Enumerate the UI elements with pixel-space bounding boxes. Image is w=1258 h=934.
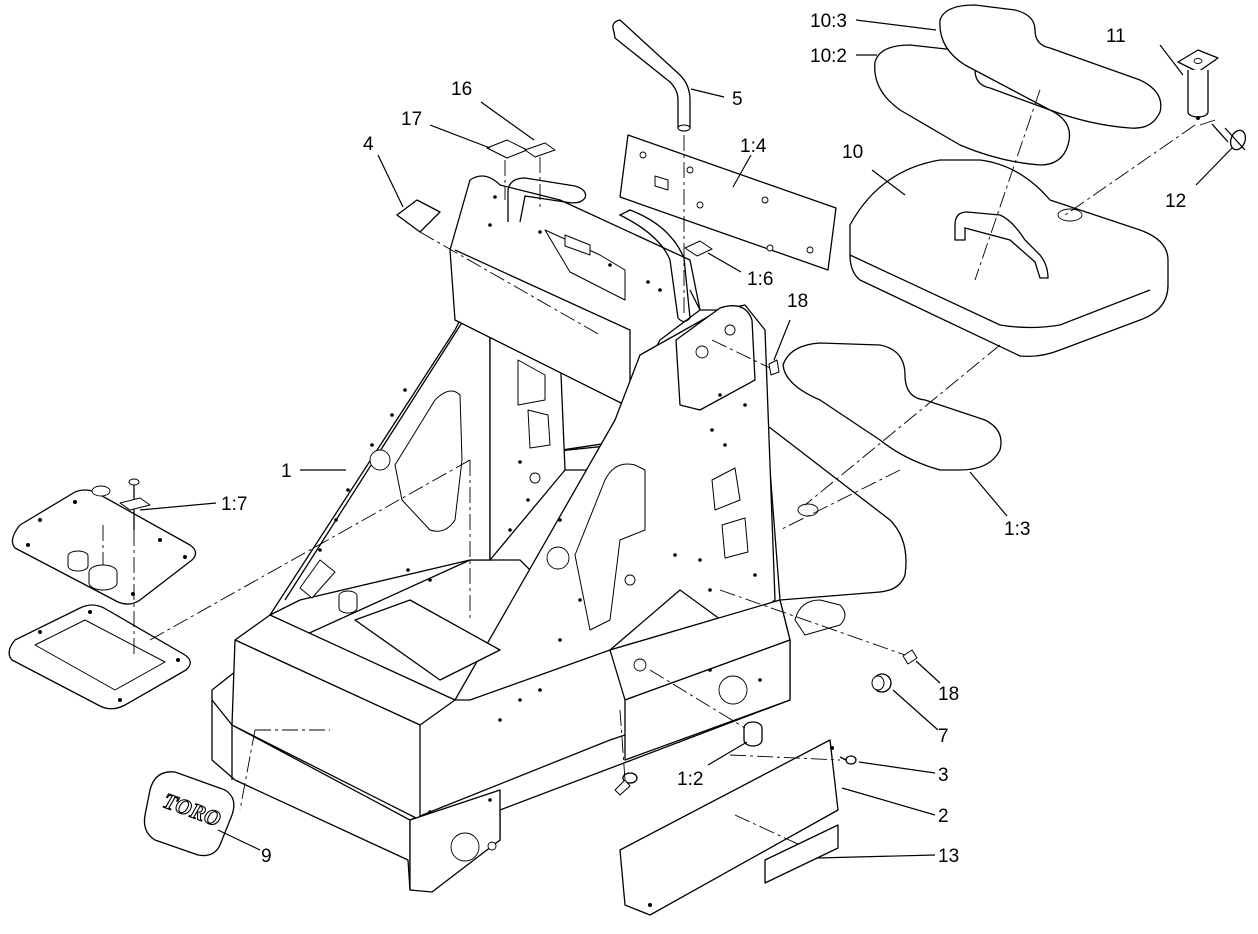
- callout-labels: 10:3 10:2 11 5 16 17 4 1:4 10 12 1:6 18 …: [221, 11, 1186, 867]
- callout-18-lower: 18: [938, 684, 959, 705]
- small-fitting: [614, 772, 638, 796]
- callout-17: 17: [401, 109, 422, 130]
- clip: [1211, 123, 1247, 151]
- callout-5: 5: [732, 89, 743, 110]
- seat-pan: [782, 342, 1002, 471]
- callout-10-3: 10:3: [810, 11, 847, 32]
- cover-plate: [11, 485, 197, 605]
- callout-16: 16: [451, 79, 472, 100]
- callout-1-4: 1:4: [740, 136, 767, 157]
- callout-11: 11: [1106, 26, 1126, 47]
- pad-upper: [768, 359, 780, 376]
- plug: [871, 673, 892, 693]
- decal-4: [396, 199, 441, 233]
- frame-rivets: [318, 195, 762, 814]
- callout-1-3: 1:3: [1004, 519, 1030, 540]
- callout-3: 3: [938, 765, 949, 786]
- callout-1-2: 1:2: [677, 769, 703, 790]
- main-frame: [211, 175, 846, 893]
- callout-4: 4: [363, 134, 374, 155]
- pad-lower: [902, 649, 918, 665]
- bolt-and-washer: [119, 478, 151, 530]
- callout-18-upper: 18: [787, 291, 808, 312]
- decal-17: [486, 139, 528, 159]
- panel-plate: [619, 134, 837, 271]
- toro-logo-plate: TORO: [143, 771, 235, 857]
- callout-7: 7: [938, 726, 949, 747]
- bolt: [839, 755, 857, 765]
- decal-1-6: [684, 240, 713, 257]
- pin: [1177, 49, 1219, 120]
- callout-10: 10: [842, 142, 863, 163]
- callout-10-2: 10:2: [810, 46, 847, 67]
- side-plate: [619, 739, 839, 916]
- handle: [612, 19, 691, 323]
- decal: [764, 824, 839, 884]
- callout-12: 12: [1165, 191, 1186, 212]
- callout-9: 9: [261, 846, 272, 867]
- callout-2: 2: [938, 806, 949, 827]
- decal-16: [524, 142, 556, 158]
- knob: [743, 721, 763, 747]
- seat-pad-10-3: [939, 4, 1162, 129]
- gasket: [8, 604, 191, 710]
- assembly-center-lines: [102, 89, 1216, 846]
- callout-13: 13: [938, 846, 959, 867]
- callout-1: 1: [281, 461, 292, 482]
- callout-1-7: 1:7: [221, 494, 247, 515]
- seat-cushion: [849, 159, 1169, 358]
- leader-lines: [139, 19, 1233, 859]
- callout-1-6: 1:6: [747, 269, 773, 290]
